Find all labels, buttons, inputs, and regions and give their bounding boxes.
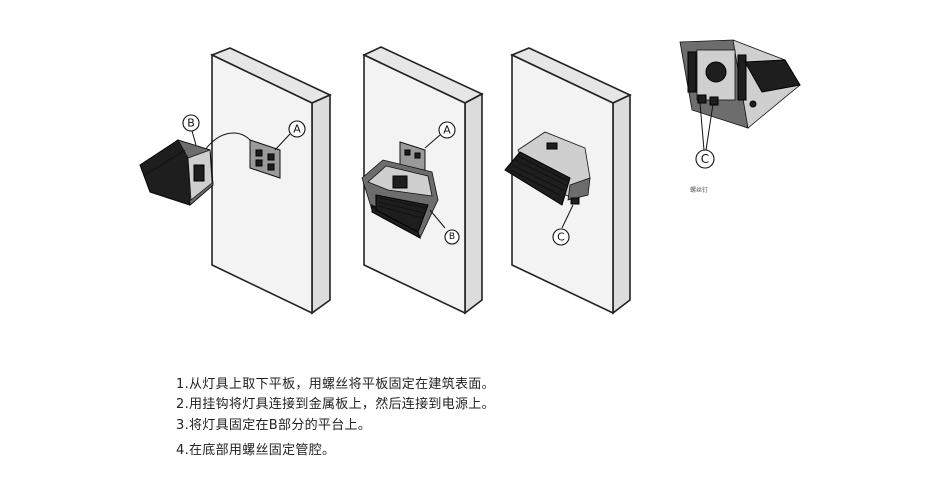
screw-caption: 螺丝钉 xyxy=(690,186,708,194)
callout-b-circle xyxy=(182,114,200,132)
callout-a-label: A xyxy=(443,124,451,137)
wall-2 xyxy=(362,46,484,315)
panel-3-fix-platform: C xyxy=(504,47,632,315)
panel-2-hang-fixture: A B xyxy=(361,46,484,315)
callout-b-label: B xyxy=(449,232,455,242)
callout-a-circle xyxy=(438,121,456,139)
instruction-step-4: 4.在底部用螺丝固定管腔。 xyxy=(176,443,336,458)
callout-c-label: C xyxy=(701,152,709,166)
wall-3 xyxy=(510,47,632,315)
instruction-list: 1.从灯具上取下平板，用螺丝将平板固定在建筑表面。 2.用挂钩将灯具连接到金属板… xyxy=(176,374,495,461)
callout-b-circle xyxy=(444,229,460,245)
panel-1-mount-plate: B A xyxy=(139,47,332,315)
light-fixture xyxy=(361,159,439,240)
mounting-plate xyxy=(249,139,281,179)
instruction-step-2: 2.用挂钩将灯具连接到金属板上，然后连接到电源上。 xyxy=(176,397,495,412)
callout-b-label: B xyxy=(187,117,195,130)
light-fixture-detail xyxy=(679,39,801,129)
panel-4-bottom-screws: C 螺丝钉 xyxy=(679,39,801,194)
callout-c-circle xyxy=(552,228,570,246)
installation-diagram: B A A xyxy=(139,39,801,315)
wall-1 xyxy=(209,47,332,315)
instruction-step-3: 3.将灯具固定在B部分的平台上。 xyxy=(176,418,372,433)
callout-a-label: A xyxy=(293,123,301,136)
callout-a-circle xyxy=(288,120,306,138)
light-fixture xyxy=(504,131,591,206)
light-fixture xyxy=(139,139,214,206)
callout-c-circle xyxy=(695,149,715,169)
instruction-step-1: 1.从灯具上取下平板，用螺丝将平板固定在建筑表面。 xyxy=(176,377,495,392)
callout-c-label: C xyxy=(557,231,565,244)
